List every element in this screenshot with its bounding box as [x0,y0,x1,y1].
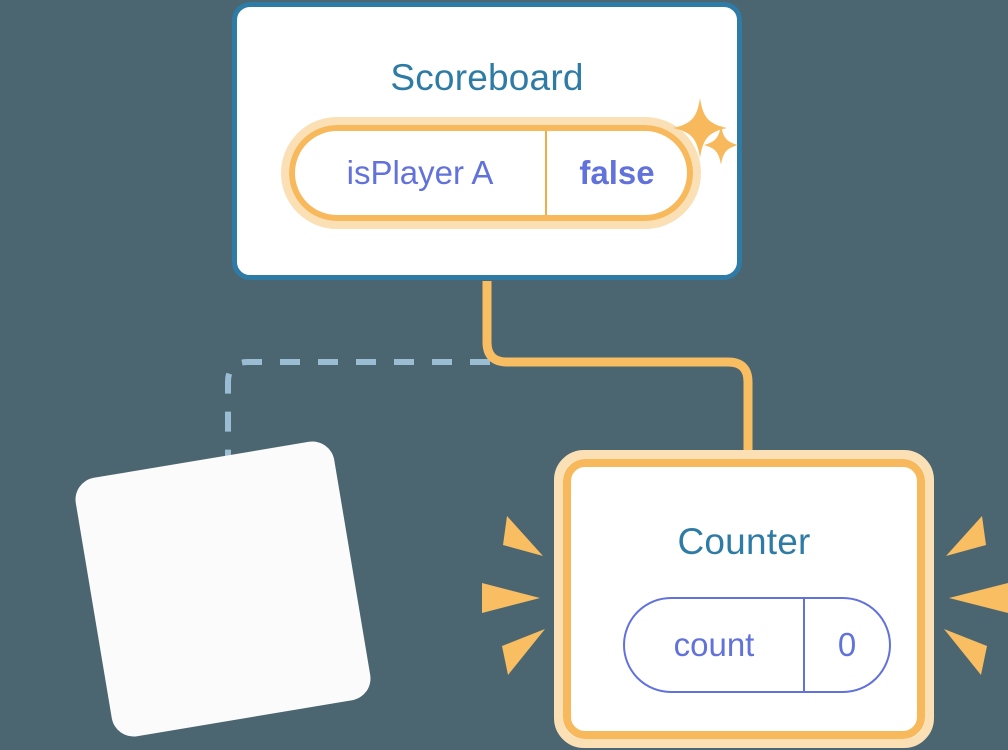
burst-ray [944,629,987,675]
sparkle-large-icon [673,98,727,158]
burst-ray [482,583,540,613]
burst-ray [502,629,545,675]
counter-state-pill[interactable]: count 0 [623,597,891,693]
scoreboard-state-key: isPlayer A [295,131,547,215]
burst-counter-left [482,516,545,675]
burst-ray [946,516,986,556]
burst-counter-right [944,516,1008,675]
scoreboard-state-value: false [579,154,655,191]
burst-ray [949,583,1008,613]
counter-state-key: count [625,599,805,691]
counter-card[interactable]: Counter count 0 [554,450,934,748]
counter-card-inner: Counter count 0 [563,459,925,739]
solid-connector-scoreboard-to-counter [482,281,753,460]
counter-card-title: Counter [677,521,811,562]
burst-ray [503,516,543,556]
scoreboard-state-pill[interactable]: isPlayer A false [281,117,701,229]
scoreboard-card[interactable]: Scoreboard isPlayer A false [232,2,742,280]
scoreboard-card-title: Scoreboard [390,57,584,98]
counter-state-value: 0 [837,626,857,663]
scoreboard-state-pill-inner: isPlayer A false [289,125,693,221]
dashed-connector-scoreboard-to-ghost [225,283,490,482]
sparkle-small-icon [704,125,738,165]
